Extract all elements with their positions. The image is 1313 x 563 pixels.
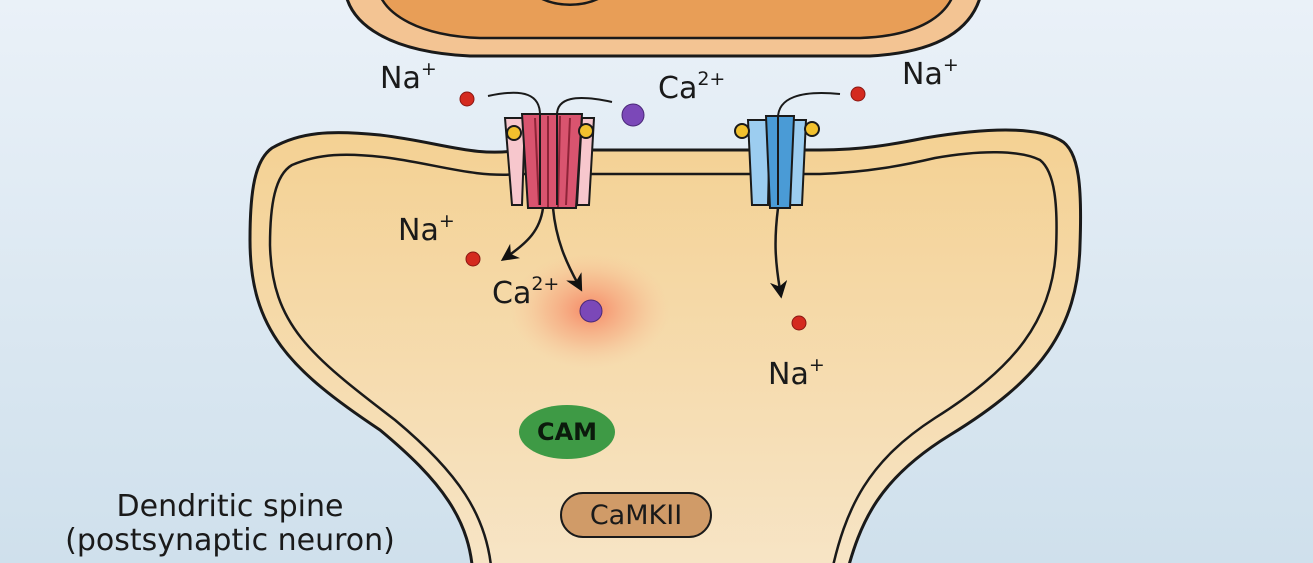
- dendritic-spine-caption: Dendritic spine (postsynaptic neuron): [20, 490, 440, 558]
- nmda-receptor-icon: [487, 91, 613, 209]
- na-label-inside-left: Na+: [398, 210, 455, 248]
- sodium-ion-icon: [465, 251, 481, 267]
- calcium-ion-icon: [579, 299, 603, 323]
- na-label-top-right: Na+: [902, 54, 959, 92]
- caption-line-2: (postsynaptic neuron): [65, 523, 395, 558]
- sodium-ion-icon: [459, 91, 475, 107]
- na-label-top-left: Na+: [380, 58, 437, 96]
- sodium-ion-icon: [850, 86, 866, 102]
- na-label-inside-right: Na+: [768, 354, 825, 392]
- camkii-label: CaMKII: [560, 492, 712, 538]
- caption-line-1: Dendritic spine: [116, 489, 344, 524]
- sodium-ion-icon: [791, 315, 807, 331]
- ampa-receptor-icon: [734, 92, 841, 209]
- cam-label: CAM: [519, 405, 615, 459]
- calcium-ion-icon: [621, 103, 645, 127]
- ca-label-top: Ca2+: [658, 68, 726, 106]
- ca-label-inside: Ca2+: [492, 273, 560, 311]
- presynaptic-terminal: [345, 0, 981, 58]
- ion-flow-arrows: [500, 207, 788, 299]
